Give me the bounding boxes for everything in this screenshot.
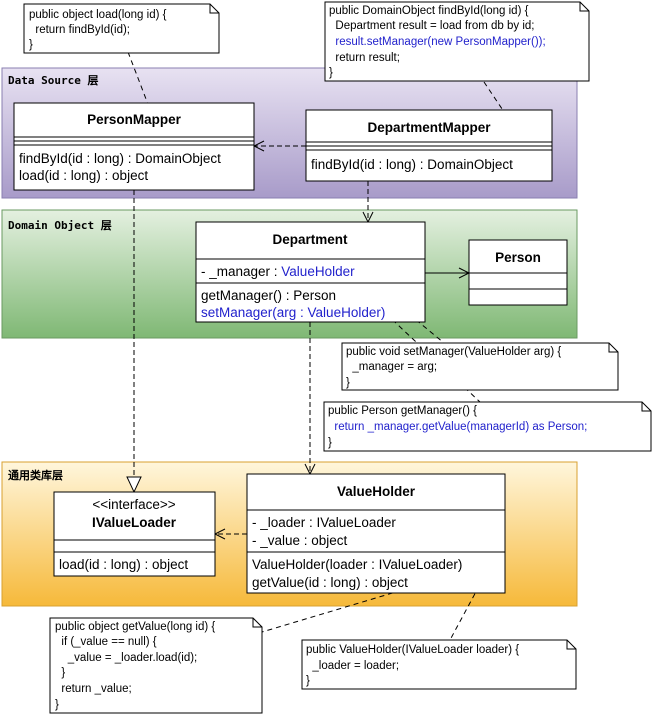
layer-common-lib-label: 通用类库层	[8, 468, 63, 482]
class-ivalueloader-name: IValueLoader	[92, 515, 177, 530]
class-personmapper-name: PersonMapper	[87, 112, 182, 127]
class-person[interactable]: Person	[468, 239, 568, 306]
note-ctor-line: public ValueHolder(IValueLoader loader) …	[306, 644, 519, 656]
class-departmentmapper-name: DepartmentMapper	[367, 120, 491, 135]
note-setmanager: public void setManager(ValueHolder arg) …	[341, 342, 619, 391]
note-findbyid-line: Department result = load from db by id;	[329, 20, 535, 32]
layer-data-source-label: Data Source 层	[8, 74, 98, 87]
note-findbyid-line: return result;	[329, 52, 400, 64]
note-load-line: public object load(long id) {	[29, 9, 167, 21]
note-getvalue-line: public object getValue(long id) {	[55, 621, 215, 633]
attr-type: ValueHolder	[281, 264, 355, 279]
class-valueholder-attr: - _value : object	[252, 533, 348, 548]
class-personmapper[interactable]: PersonMapper findById(id : long) : Domai…	[13, 102, 255, 191]
note-setmanager-line: _manager = arg;	[346, 361, 437, 373]
note-getmanager-line: return _manager.getValue(managerId) as P…	[328, 421, 587, 433]
class-person-name: Person	[495, 250, 541, 265]
note-load-line: }	[29, 39, 33, 51]
class-valueholder-op: ValueHolder(loader : IValueLoader)	[252, 557, 462, 572]
class-valueholder-name: ValueHolder	[337, 484, 416, 499]
attr-prefix: - _manager :	[201, 264, 281, 279]
note-getmanager: public Person getManager() { return _man…	[323, 401, 652, 452]
note-findbyid-line: result.setManager(new PersonMapper());	[329, 36, 546, 48]
class-ivalueloader-stereotype: <<interface>>	[92, 497, 175, 512]
realization-personmapper-ivalueloader	[126, 190, 142, 494]
class-department[interactable]: Department - _manager : ValueHolder getM…	[195, 221, 426, 323]
class-valueholder[interactable]: ValueHolder - _loader : IValueLoader - _…	[246, 473, 506, 594]
class-ivalueloader-op: load(id : long) : object	[59, 557, 188, 572]
note-getmanager-line: public Person getManager() {	[328, 405, 477, 417]
note-getvalue-line: if (_value == null) {	[55, 636, 157, 648]
class-ivalueloader[interactable]: <<interface>> IValueLoader load(id : lon…	[53, 491, 216, 577]
class-department-op-setmanager: setManager(arg : ValueHolder)	[201, 305, 385, 320]
layer-domain-object-label: Domain Object 层	[8, 219, 112, 232]
note-setmanager-line: }	[346, 377, 350, 389]
class-departmentmapper-op: findById(id : long) : DomainObject	[311, 157, 513, 172]
note-getvalue-line: _value = _loader.load(id);	[55, 652, 197, 664]
note-ctor-line: }	[306, 675, 310, 687]
note-getvalue: public object getValue(long id) { if (_v…	[49, 617, 263, 714]
class-personmapper-op: findById(id : long) : DomainObject	[19, 151, 221, 166]
class-valueholder-op: getValue(id : long) : object	[252, 575, 408, 590]
note-findbyid-line: public DomainObject findById(long id) {	[329, 5, 529, 17]
class-department-name: Department	[272, 232, 348, 247]
note-load: public object load(long id) { return fin…	[23, 3, 220, 54]
dep-department-valueholder	[304, 322, 316, 476]
note-ctor: public ValueHolder(IValueLoader loader) …	[301, 639, 577, 690]
class-departmentmapper[interactable]: DepartmentMapper findById(id : long) : D…	[305, 109, 553, 182]
note-getmanager-line: }	[328, 437, 332, 449]
class-personmapper-op: load(id : long) : object	[19, 168, 148, 183]
class-department-op-getmanager: getManager() : Person	[201, 288, 336, 303]
note-getvalue-line: }	[55, 699, 59, 711]
note-load-line: return findById(id);	[29, 24, 130, 36]
note-getvalue-line: return _value;	[55, 683, 132, 695]
note-getvalue-line: }	[55, 667, 65, 679]
note-setmanager-line: public void setManager(ValueHolder arg) …	[346, 346, 561, 358]
note-findbyid-line: }	[329, 67, 333, 79]
note-findbyid: public DomainObject findById(long id) { …	[324, 1, 590, 82]
note-ctor-line: _loader = loader;	[306, 660, 399, 672]
class-department-attr: - _manager : ValueHolder	[201, 264, 355, 279]
class-valueholder-attr: - _loader : IValueLoader	[252, 515, 396, 530]
